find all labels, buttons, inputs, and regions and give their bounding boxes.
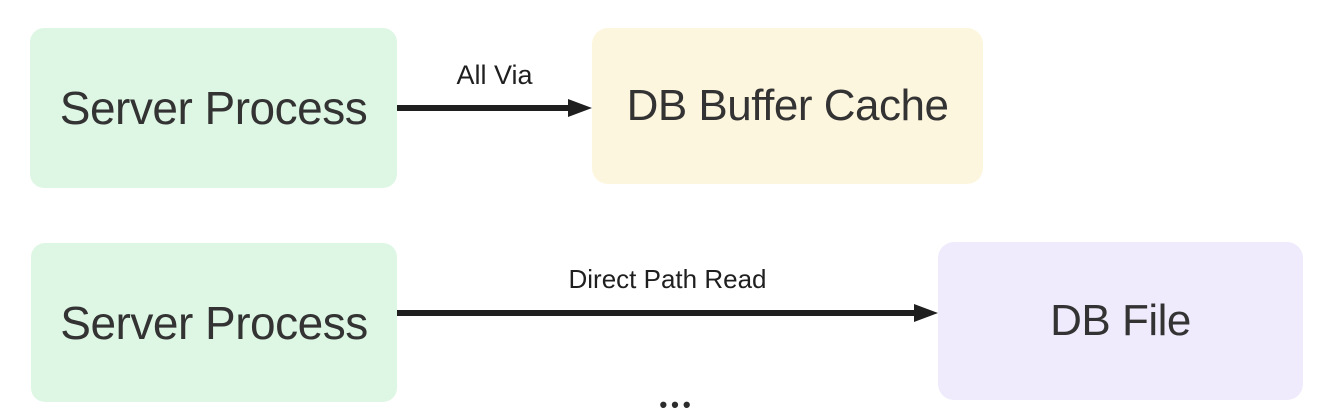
ellipsis-icon: •••	[659, 392, 695, 417]
node-db-buffer-cache: DB Buffer Cache	[592, 28, 983, 184]
node-label: Server Process	[59, 82, 368, 134]
node-server-process-bottom: Server Process	[31, 243, 397, 402]
arrow-server-to-db-file	[397, 293, 938, 333]
node-label: DB File	[1050, 296, 1191, 345]
node-db-file: DB File	[938, 242, 1303, 400]
arrow-server-to-buffer-cache	[397, 88, 592, 128]
node-label: DB Buffer Cache	[626, 81, 949, 130]
arrow-icon	[397, 304, 938, 322]
edge-label-all-via: All Via	[456, 60, 533, 90]
node-server-process-top: Server Process	[30, 28, 397, 188]
edge-label-direct-path-read: Direct Path Read	[568, 264, 767, 294]
arrow-icon	[397, 99, 592, 117]
node-label: Server Process	[60, 296, 368, 349]
